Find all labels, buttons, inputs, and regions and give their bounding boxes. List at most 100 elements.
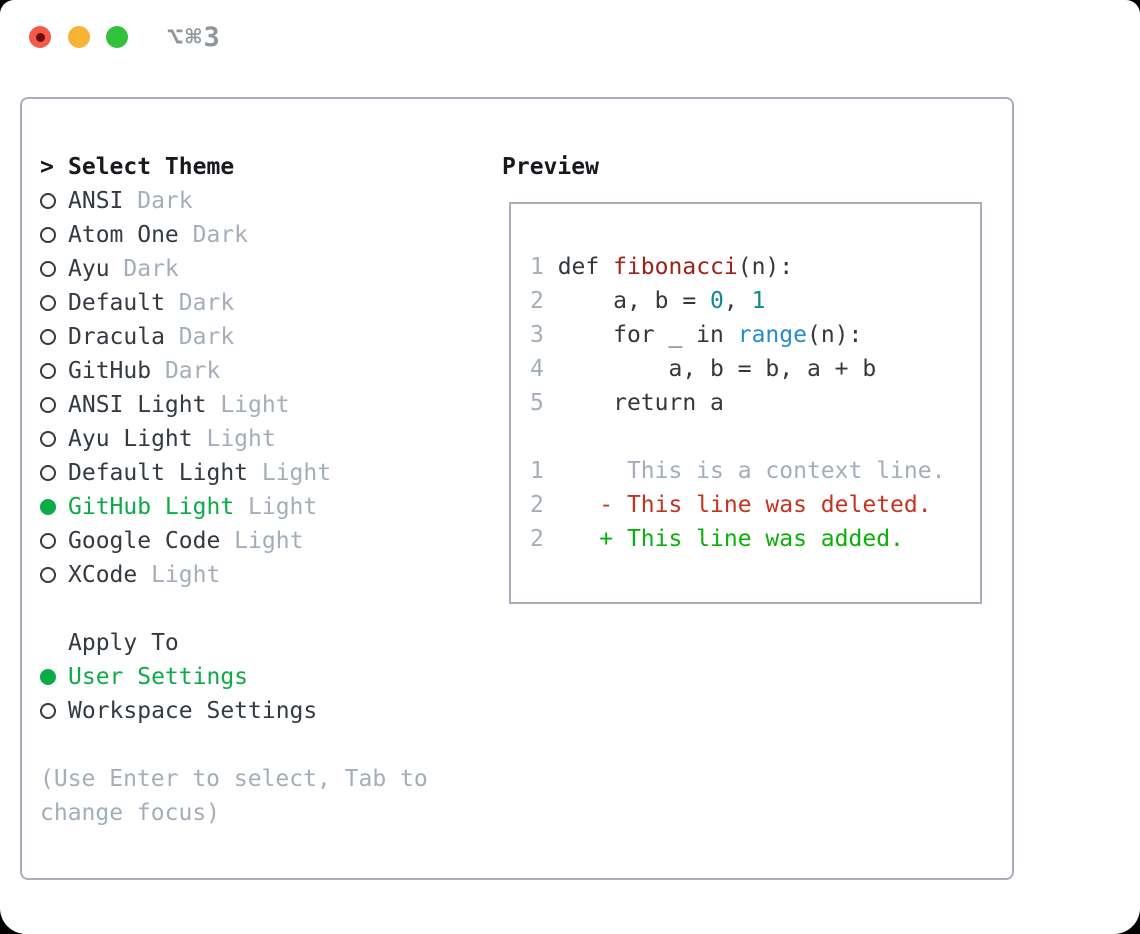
code-line: 3 for _ in range(n):: [530, 318, 980, 352]
theme-option[interactable]: Default Dark: [40, 286, 428, 320]
code-line: 1 This is a context line.: [530, 454, 980, 488]
select-theme-heading-label: Select Theme: [68, 154, 235, 180]
code-segment-code: def: [543, 254, 614, 280]
line-number: 1: [530, 254, 544, 280]
theme-option[interactable]: GitHub Dark: [40, 354, 428, 388]
code-segment-number: 1: [751, 288, 766, 314]
code-line: 1 def fibonacci(n):: [530, 250, 980, 284]
radio-icon: [40, 363, 56, 379]
theme-variant-label: Dark: [151, 358, 221, 384]
radio-icon: [40, 227, 56, 243]
option-label: Default: [68, 290, 165, 316]
code-line: 2 - This line was deleted.: [530, 488, 980, 522]
line-number: 2: [530, 492, 544, 518]
close-button-icon[interactable]: [29, 26, 51, 48]
code-segment-context: This is a context line.: [543, 458, 946, 484]
option-label: Atom One: [68, 222, 179, 248]
theme-option[interactable]: Dracula Dark: [40, 320, 428, 354]
option-label: Ayu: [68, 256, 110, 282]
theme-variant-label: Light: [206, 392, 290, 418]
option-label: GitHub Light: [68, 494, 235, 520]
radio-icon: [40, 533, 56, 549]
unsaved-dot-icon: [35, 32, 45, 42]
radio-selected-icon: [40, 499, 56, 515]
line-number: 5: [530, 390, 544, 416]
theme-option[interactable]: ANSI Light Light: [40, 388, 428, 422]
radio-selected-icon: [40, 669, 56, 685]
code-segment-code: for _ in: [543, 322, 738, 348]
theme-variant-label: Light: [192, 426, 276, 452]
apply-to-heading-label: Apply To: [68, 630, 179, 656]
code-line: [530, 420, 980, 454]
window-title: ⌥⌘3: [167, 22, 222, 53]
theme-variant-label: Dark: [123, 188, 193, 214]
code-segment-code: a, b = b, a + b: [543, 356, 877, 382]
apply-option[interactable]: Workspace Settings: [40, 694, 428, 728]
select-theme-heading: > Select Theme: [40, 150, 428, 184]
line-number: 2: [530, 288, 544, 314]
theme-option[interactable]: Ayu Dark: [40, 252, 428, 286]
line-number: 4: [530, 356, 544, 382]
theme-variant-label: Light: [248, 460, 332, 486]
apply-to-heading: Apply To: [40, 626, 428, 660]
theme-variant-label: Light: [137, 562, 221, 588]
option-label: ANSI: [68, 188, 124, 214]
radio-icon: [40, 295, 56, 311]
theme-variant-label: Dark: [109, 256, 179, 282]
option-label: Google Code: [68, 528, 221, 554]
line-number: 1: [530, 458, 544, 484]
option-label: GitHub: [68, 358, 152, 384]
code-segment-code: a, b =: [543, 288, 711, 314]
line-number: 3: [530, 322, 544, 348]
code-segment-code: (n):: [806, 322, 863, 348]
theme-option[interactable]: Default Light Light: [40, 456, 428, 490]
code-line: 4 a, b = b, a + b: [530, 352, 980, 386]
hint-line-2: change focus): [40, 800, 221, 826]
line-number: 2: [530, 526, 544, 552]
radio-icon: [40, 703, 56, 719]
theme-variant-label: Dark: [164, 324, 235, 350]
code-segment-func: fibonacci: [613, 254, 738, 280]
option-label: Workspace Settings: [68, 698, 318, 724]
code-line: 2 + This line was added.: [530, 522, 980, 556]
zoom-button-icon[interactable]: [106, 26, 128, 48]
option-label: ANSI Light: [68, 392, 207, 418]
option-label: XCode: [68, 562, 138, 588]
theme-option[interactable]: Google Code Light: [40, 524, 428, 558]
radio-icon: [40, 329, 56, 345]
code-line: 5 return a: [530, 386, 980, 420]
option-label: Default Light: [68, 460, 249, 486]
code-segment-deleted: - This line was deleted.: [543, 492, 932, 518]
code-segment-added: + This line was added.: [543, 526, 904, 552]
apply-option[interactable]: User Settings: [40, 660, 428, 694]
code-line: 2 a, b = 0, 1: [530, 284, 980, 318]
theme-option[interactable]: Ayu Light Light: [40, 422, 428, 456]
theme-option[interactable]: ANSI Dark: [40, 184, 428, 218]
minimize-button-icon[interactable]: [68, 26, 90, 48]
radio-icon: [40, 261, 56, 277]
spacer: [40, 728, 428, 762]
cursor-marker-icon: >: [40, 154, 54, 180]
radio-icon: [40, 567, 56, 583]
code-segment-code: ,: [723, 288, 752, 314]
theme-option[interactable]: GitHub Light Light: [40, 490, 428, 524]
radio-icon: [40, 465, 56, 481]
theme-option[interactable]: Atom One Dark: [40, 218, 428, 252]
code-segment-support: range: [737, 322, 807, 348]
theme-variant-label: Light: [234, 494, 318, 520]
radio-icon: [40, 397, 56, 413]
theme-variant-label: Dark: [164, 290, 235, 316]
theme-option[interactable]: XCode Light: [40, 558, 428, 592]
spacer: [40, 592, 428, 626]
theme-variant-label: Light: [220, 528, 304, 554]
option-label: Dracula: [68, 324, 165, 350]
preview-heading: Preview: [502, 154, 599, 180]
radio-icon: [40, 431, 56, 447]
code-segment-code: return a: [543, 390, 724, 416]
